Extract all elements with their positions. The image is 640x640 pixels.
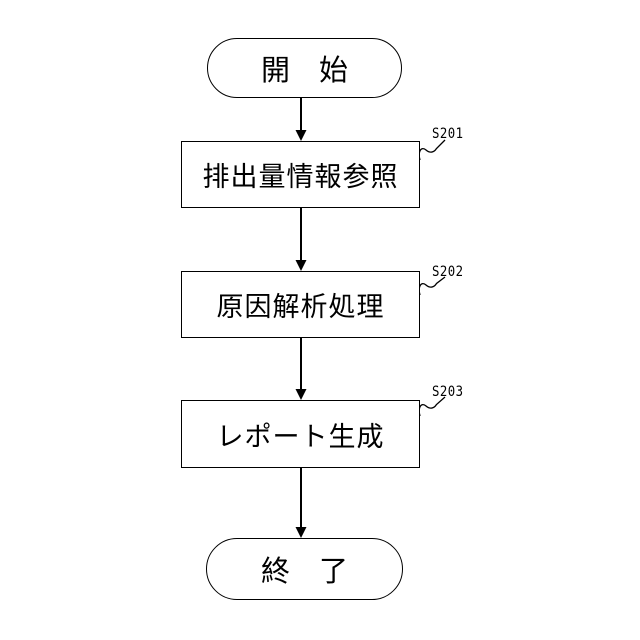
step-ref-s202: S202 xyxy=(432,264,464,280)
step-ref-s201: S201 xyxy=(432,126,464,142)
arrow-start-to-step1 xyxy=(295,97,307,141)
step3-label: レポート生成 xyxy=(216,421,385,452)
start-label: 開 始 xyxy=(260,55,348,87)
arrow-step1-to-step2 xyxy=(295,208,307,271)
process-box-step3: レポート生成 xyxy=(181,400,420,468)
arrow-step2-to-step3 xyxy=(295,338,307,400)
arrowhead-icon xyxy=(295,130,307,141)
step1-label: 排出量情報参照 xyxy=(202,162,399,192)
arrowhead-icon xyxy=(295,260,307,271)
process-box-step1: 排出量情報参照 xyxy=(181,141,420,208)
step2-label: 原因解析処理 xyxy=(216,292,385,322)
start-terminator: 開 始 xyxy=(207,38,402,98)
step-ref-s203: S203 xyxy=(432,384,464,400)
end-terminator: 終 了 xyxy=(206,538,403,600)
process-box-step2: 原因解析処理 xyxy=(181,271,420,338)
arrowhead-icon xyxy=(295,527,307,538)
end-label: 終 了 xyxy=(260,556,348,588)
ref-leader-s201 xyxy=(418,139,446,161)
arrowhead-icon xyxy=(295,389,307,400)
arrow-step3-to-end xyxy=(295,468,307,538)
